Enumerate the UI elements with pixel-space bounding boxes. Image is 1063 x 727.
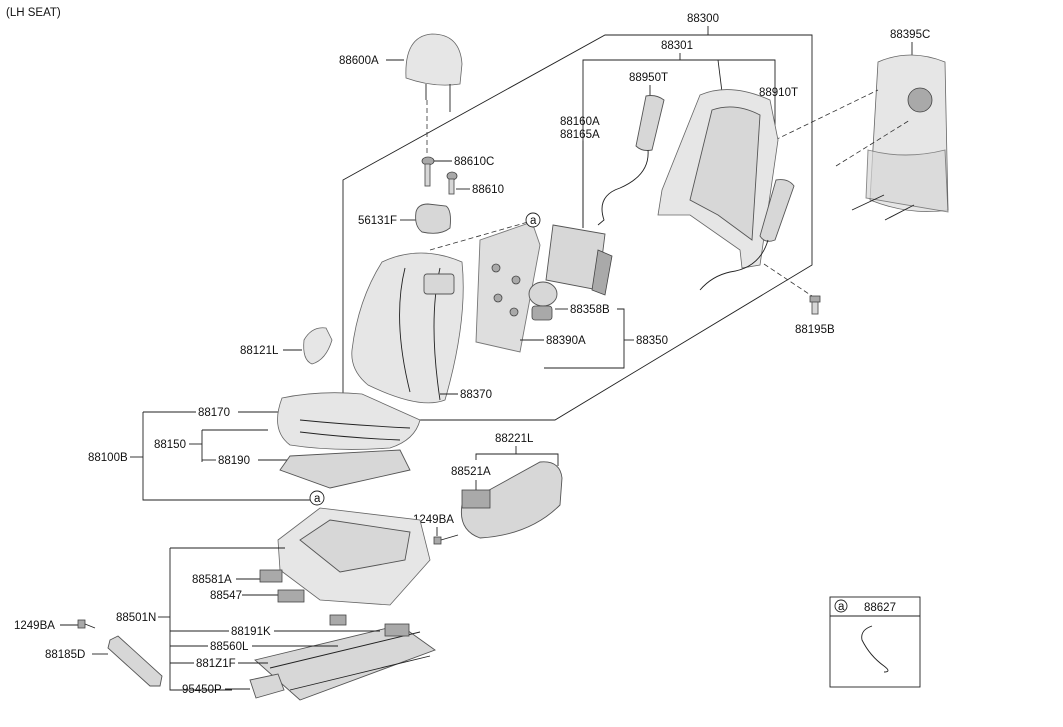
lumbar-motor-88358B [528,281,558,321]
label-1249BA-a: 1249BA [413,514,454,526]
label-88150: 88150 [154,439,186,451]
airbag-module-88950T [597,95,665,226]
headrest-cover-56131F [415,203,451,234]
label-88390A: 88390A [546,335,586,347]
label-95450P: 95450P [182,684,222,696]
label-88185D: 88185D [45,649,85,661]
callout-a-backrest-label: a [530,215,537,227]
track-cover-88185D [107,635,163,687]
label-88221L: 88221L [495,433,534,445]
label-88501N: 88501N [116,612,156,624]
label-88350: 88350 [636,335,668,347]
label-88100B: 88100B [88,452,128,464]
label-88547: 88547 [210,590,242,602]
side-shield-88221L [460,461,563,539]
label-88170: 88170 [198,407,230,419]
label-56131F: 56131F [358,215,397,227]
backrest-assembly-boundary [342,34,813,421]
seat-back-cover-88370 [351,252,464,404]
label-88165A: 88165A [560,129,600,141]
label-88600A: 88600A [339,55,379,67]
screw-1249BA-b [77,619,96,629]
lumbar-support-88390A [475,221,541,353]
label-88581A: 88581A [192,574,232,586]
seat-cushion-88170 [277,392,421,450]
headrest-88600A [405,33,463,112]
legend-part-label: 88627 [864,602,896,614]
motor-88581A [259,569,283,583]
label-88191K: 88191K [231,626,271,638]
seat-back-frame [657,89,779,269]
label-88190: 88190 [218,455,250,467]
diagram-title: (LH SEAT) [6,7,61,19]
label-88950T: 88950T [629,72,668,84]
label-88300: 88300 [687,13,719,25]
headrest-guide-88610C [421,156,435,187]
label-88610C: 88610C [454,156,494,168]
label-1249BA-b: 1249BA [14,620,55,632]
label-88560L: 88560L [210,641,249,653]
label-88160A: 88160A [560,116,600,128]
seat-back-module-88160A [545,224,613,296]
label-88358B: 88358B [570,304,610,316]
module-95450P [249,673,285,699]
bolt-88195B [809,295,821,315]
screw-1249BA-a [433,534,459,545]
label-88301: 88301 [661,40,693,52]
airbag-module-88910T [699,179,795,291]
side-cover-88121L [303,327,333,365]
cushion-heater-88190 [279,449,411,489]
callout-a-cushion [309,490,325,506]
label-88195B: 88195B [795,324,835,336]
clip-88627-icon [861,625,889,673]
callout-a-backrest [525,212,541,228]
label-88521A: 88521A [451,466,491,478]
motor-88547 [277,589,305,603]
callout-a-cushion-label: a [314,493,321,505]
seat-back-panel-88395C [851,54,949,221]
label-881Z1F: 881Z1F [196,658,236,670]
legend-box: a 88627 [829,596,921,688]
label-88121L: 88121L [240,345,279,357]
label-88610: 88610 [472,184,504,196]
seat-track-assembly [254,614,436,701]
switch-88521A [461,489,491,509]
legend-ref: a [838,601,845,613]
label-88370: 88370 [460,389,492,401]
headrest-guide-88610 [446,171,458,195]
label-88910T: 88910T [759,87,798,99]
seat-cushion-frame [277,507,431,606]
label-88395C: 88395C [890,29,930,41]
